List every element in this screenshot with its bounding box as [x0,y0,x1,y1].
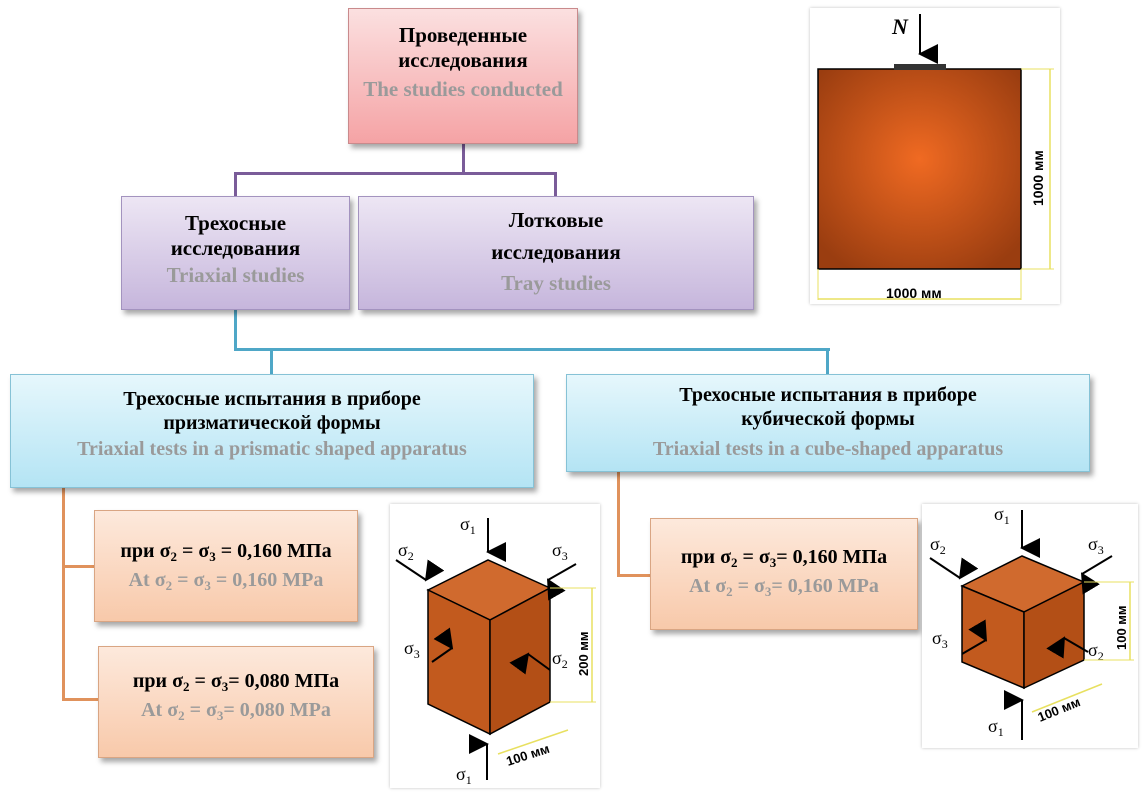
prism-sigma3-face-label: σ3 [404,638,420,661]
connector-cube-cond [617,574,650,577]
prism-sigma2-left-arrow-icon [395,559,445,582]
tray-studies-box: Лотковые исследования Tray studies [358,196,754,310]
prism-width-label: 100 мм [504,741,551,769]
cube-sigma3-face-arrow-icon [961,619,988,655]
connector-prism-cond1 [62,565,94,568]
prism-condition-1-en: At σ2 = σ3 = 0,160 MPa [128,569,324,594]
prism-diagram-svg: σ1 σ1 σ2 σ3 σ3 σ2 200 мм 100 мм [395,514,596,787]
cube-sigma2-left-arrow-icon [929,557,979,580]
triaxial-studies-box: Трехосные исследования Triaxial studies [121,196,350,310]
cube-sigma2-left-label: σ2 [930,534,946,557]
connector-prism-vertical [62,488,65,700]
prism-sigma2-face-arrow-icon [509,652,551,675]
prism-sigma3-right-arrow-icon [547,563,577,601]
connector-triaxial-down [234,310,237,350]
tray-studies-ru: Лотковые исследования [491,208,621,264]
prismatic-tests-ru: Трехосные испытания в приборе призматиче… [123,388,421,434]
prism-sigma1-bottom-label: σ1 [456,764,472,787]
prism-sigma1-top-label: σ1 [460,514,476,537]
connector-root-down [462,144,465,174]
tray-stamp [894,64,946,70]
connector-cubic-up [826,348,829,374]
prism-sigma2-face-label: σ2 [552,648,568,671]
connector-triaxial-up [234,172,237,196]
prism-diagram: σ1 σ1 σ2 σ3 σ3 σ2 200 мм 100 мм [390,504,600,788]
tray-height-label: 1000 мм [1030,150,1046,206]
cube-condition-box: при σ2 = σ3= 0,160 МПа At σ2 = σ3= 0,160… [650,518,918,630]
connector-tray-up [554,172,557,196]
tray-diagram: N 1000 мм 1000 мм [810,8,1060,304]
cube-height-label: 100 мм [1114,605,1129,650]
cubic-tests-ru: Трехосные испытания в приборе кубической… [679,384,977,430]
connector-prismatic-up [270,348,273,374]
root-title-en: The studies conducted [363,77,563,102]
connector-level3-horizontal [234,348,830,351]
cube-sigma1-bottom-label: σ1 [988,716,1004,739]
root-title-ru: Проведенные исследования [398,23,528,73]
cube-sigma1-top-label: σ1 [994,504,1010,527]
cube-condition-en: At σ2 = σ3= 0,160 MPa [689,575,879,600]
tray-studies-en: Tray studies [501,271,611,295]
prismatic-tests-en: Triaxial tests in a prismatic shaped app… [77,438,467,460]
prism-sigma3-right-label: σ3 [552,540,568,563]
cube-sigma3-right-label: σ3 [1088,534,1104,557]
triaxial-studies-en: Triaxial studies [166,263,305,288]
cube-diagram-svg: σ1 σ1 σ2 σ3 σ3 σ2 100 мм 100 мм [929,504,1134,740]
cubic-tests-en: Triaxial tests in a cube-shaped apparatu… [652,438,1004,460]
connector-prism-cond2 [62,698,98,701]
prism-condition-2-en: At σ2 = σ3= 0,080 MPa [141,699,331,724]
tray-soil-block [817,68,1022,270]
prism-condition-2-box: при σ2 = σ3= 0,080 МПа At σ2 = σ3= 0,080… [98,646,374,758]
cube-sigma2-face-arrow-icon [1046,636,1089,659]
cube-sigma2-face-label: σ2 [1088,640,1104,663]
root-box: Проведенные исследования The studies con… [348,8,578,144]
prism-sigma2-left-label: σ2 [398,540,414,563]
cube-diagram: σ1 σ1 σ2 σ3 σ3 σ2 100 мм 100 мм [922,504,1138,748]
prism-sigma3-face-arrow-icon [431,627,454,663]
connector-level2-horizontal [234,172,557,175]
prismatic-tests-box: Трехосные испытания в приборе призматиче… [10,374,534,488]
cube-width-label: 100 мм [1036,694,1083,725]
cube-sigma3-right-arrow-icon [1080,555,1113,595]
load-label: N [891,14,909,39]
prism-height-label: 200 мм [576,631,591,676]
cube-sigma3-face-label: σ3 [932,628,948,651]
prism-condition-1-ru: при σ2 = σ3 = 0,160 МПа [120,540,332,564]
tray-diagram-svg: N 1000 мм 1000 мм [817,14,1054,301]
cube-condition-ru: при σ2 = σ3= 0,160 МПа [680,546,888,570]
cubic-tests-box: Трехосные испытания в приборе кубической… [566,374,1090,472]
prism-condition-1-box: при σ2 = σ3 = 0,160 МПа At σ2 = σ3 = 0,1… [94,510,358,622]
connector-cube-vertical [617,472,620,576]
prism-condition-2-ru: при σ2 = σ3= 0,080 МПа [132,670,340,694]
triaxial-studies-ru: Трехосные исследования [170,211,301,261]
tray-width-label: 1000 мм [886,285,942,301]
